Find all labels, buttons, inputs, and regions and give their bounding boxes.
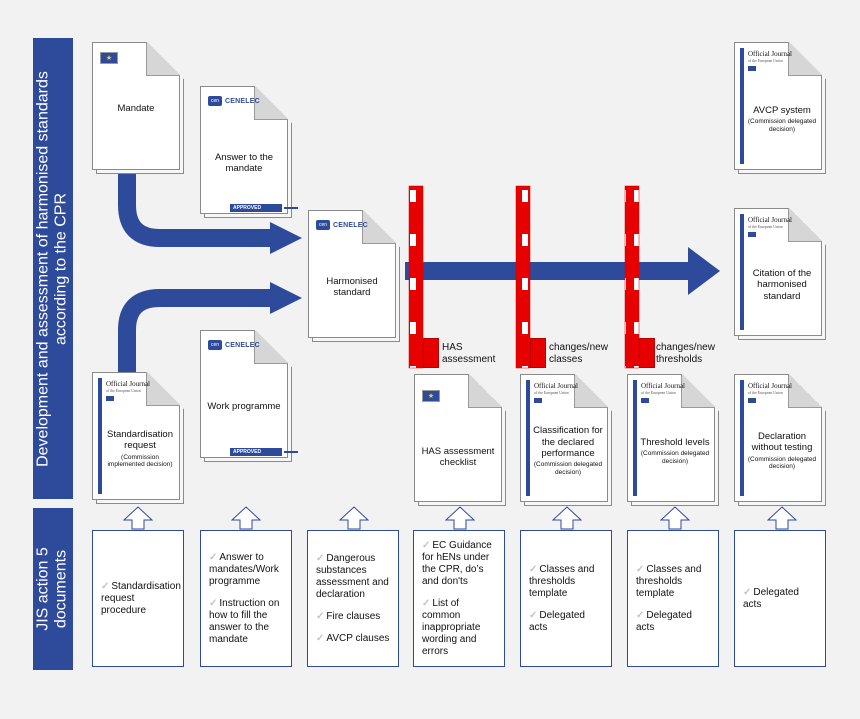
eu-flag-icon [534,398,542,403]
doc-answer-label: Answer to the mandate [214,151,274,174]
jis-box-1: ✓Standardisation request procedure [92,530,184,667]
jis-box-5: ✓Classes and thresholds template ✓Delega… [520,530,612,667]
sidebar-jis: JIS action 5 documents [33,508,73,670]
check-icon: ✓ [529,563,538,575]
check-icon: ✓ [316,610,325,622]
approved-stamp: APPROVED [230,204,298,212]
doc-classification-label: Classification for the declared performa… [533,425,603,459]
eu-flag-icon [748,398,756,403]
jis-box-3: ✓Dangerous substances assessment and dec… [307,530,399,667]
barrier-classes [515,185,531,369]
approved-stamp: APPROVED [230,448,298,456]
doc-work: cen CENELEC Work programme APPROVED [200,330,298,462]
jis-box-2: ✓Answer to mandates/Work programme ✓Inst… [200,530,292,667]
doc-harmonised-label: Harmonised standard [326,275,378,298]
list-item: ✓Classes and thresholds template [636,563,702,599]
check-icon: ✓ [316,632,325,644]
doc-threshold-label: Threshold levels [640,436,710,448]
check-icon: ✓ [422,539,431,551]
jis-box-4: ✓EC Guidance for hENs under the CPR, do’… [413,530,505,667]
check-icon: ✓ [209,551,218,563]
check-icon: ✓ [636,609,645,621]
up-arrow-icon [231,506,261,530]
doc-classification: Official Journal of the European Union C… [520,374,612,506]
doc-threshold-note: (Commission delegated decision) [640,449,710,465]
legend-box-has [423,338,439,368]
list-item: ✓Dangerous substances assessment and dec… [316,552,389,600]
doc-harmonised: cen CENELEC Harmonised standard [308,210,400,342]
list-item: ✓List of common inappropriate wording an… [422,597,481,657]
doc-citation-label: Citation of the harmonised standard [752,267,812,302]
up-arrow-icon [660,506,690,530]
doc-request-label: Standardisation request [106,428,174,452]
eu-flag-icon [106,396,114,401]
arrow-standard-to-citation [405,262,690,280]
barrier-thresholds [624,185,640,369]
legend-thresholds: changes/new thresholds [656,342,715,365]
list-item: ✓Fire clauses [316,610,381,622]
list-item: ✓Delegated acts [636,609,692,633]
list-item: ✓Classes and thresholds template [529,563,595,599]
eu-flag-icon: ★ [422,390,440,402]
doc-request-note: (Commission implemented decision) [107,453,173,469]
legend-box-thresholds [639,338,655,368]
eu-flag-icon [748,232,756,237]
cen-logo-icon: cen CENELEC [208,96,260,106]
doc-has: ★ HAS assessment checklist [414,374,506,506]
check-icon: ✓ [743,586,752,598]
sidebar-development: Development and assessment of harmonised… [33,38,73,499]
jis-box-6: ✓Classes and thresholds template ✓Delega… [627,530,719,667]
up-arrow-icon [123,506,153,530]
doc-work-label: Work programme [207,401,281,413]
doc-avcp-note: (Commission delegated decision) [747,117,817,133]
doc-avcp-label: AVCP system [753,104,811,116]
eu-flag-icon [641,398,649,403]
doc-declaration-note: (Commission delegated decision) [747,455,817,471]
check-icon: ✓ [316,552,325,564]
cen-logo-icon: cen CENELEC [208,340,260,350]
doc-declaration: Official Journal of the European Union D… [734,374,826,506]
list-item: ✓Answer to mandates/Work programme [209,551,279,587]
doc-request: Official Journal of the European Union S… [92,372,184,504]
arrowhead-mandate [270,222,302,254]
list-item: ✓EC Guidance for hENs under the CPR, do’… [422,539,492,587]
check-icon: ✓ [422,597,431,609]
list-item: ✓Instruction on how to fill the answer t… [209,597,280,645]
doc-avcp: Official Journal of the European Union A… [734,42,826,174]
list-item: ✓Delegated acts [743,586,799,610]
arrow-mandate-to-standard [118,172,272,247]
legend-classes: changes/new classes [549,342,608,365]
legend-box-classes [530,338,546,368]
doc-classification-note: (Commission delegated decision) [533,461,603,477]
doc-declaration-label: Declaration without testing [751,430,813,454]
eu-flag-icon [748,66,756,71]
doc-mandate: ★ Mandate [92,42,184,174]
jis-box-7: ✓Delegated acts [734,530,826,667]
arrowhead-request [270,282,302,314]
doc-answer: cen CENELEC Answer to the mandate APPROV… [200,86,298,218]
up-arrow-icon [552,506,582,530]
doc-citation: Official Journal of the European Union C… [734,208,826,340]
doc-threshold: Official Journal of the European Union T… [627,374,719,506]
list-item: ✓Delegated acts [529,609,585,633]
legend-has: HAS assessment [442,342,496,365]
arrowhead-citation [688,247,720,295]
cen-logo-icon: cen CENELEC [316,220,368,230]
check-icon: ✓ [101,580,110,592]
up-arrow-icon [767,506,797,530]
check-icon: ✓ [636,563,645,575]
doc-mandate-label: Mandate [117,103,155,115]
barrier-has [408,185,424,369]
check-icon: ✓ [209,597,218,609]
list-item: ✓Standardisation request procedure [101,580,181,616]
list-item: ✓AVCP clauses [316,632,390,644]
arrow-request-to-standard [118,289,272,372]
up-arrow-icon [339,506,369,530]
check-icon: ✓ [529,609,538,621]
eu-flag-icon: ★ [100,52,118,64]
up-arrow-icon [445,506,475,530]
doc-has-label: HAS assessment checklist [421,445,495,468]
